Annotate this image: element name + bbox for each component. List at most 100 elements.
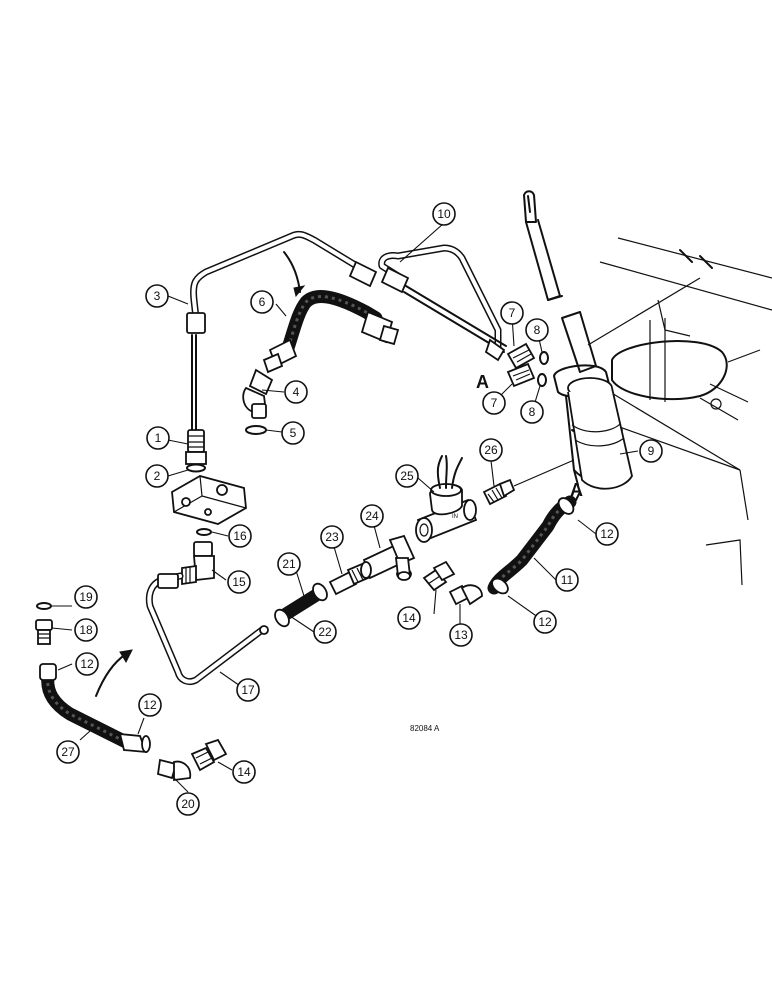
callout-19: 19	[74, 585, 98, 609]
tube-3-end-nut	[348, 260, 378, 288]
valve-block	[171, 475, 247, 525]
svg-text:12: 12	[538, 615, 552, 629]
svg-text:8: 8	[534, 323, 541, 337]
callout-1: 1	[146, 426, 170, 450]
callout-15: 15	[227, 570, 251, 594]
svg-text:12: 12	[80, 657, 94, 671]
o-ring-16	[196, 528, 212, 536]
elbow-15	[181, 541, 215, 586]
machine-frame	[587, 237, 772, 586]
svg-text:23: 23	[325, 530, 339, 544]
connection-mark-left: A	[476, 372, 489, 392]
svg-text:21: 21	[282, 557, 296, 571]
clamp-12-hose-27-top	[39, 663, 57, 681]
svg-text:11: 11	[561, 573, 574, 587]
callout-22: 22	[313, 620, 337, 644]
callout-8-upper: 8	[525, 318, 549, 342]
solenoid-valve-25: IN	[415, 455, 478, 543]
callout-23: 23	[320, 525, 344, 549]
callout-25: 25	[395, 464, 419, 488]
svg-text:9: 9	[648, 444, 655, 458]
figure-code: 82084 A	[410, 724, 440, 733]
callout-17: 17	[236, 678, 260, 702]
svg-text:1: 1	[155, 431, 162, 445]
svg-text:8: 8	[529, 405, 536, 419]
callout-4: 4	[284, 380, 308, 404]
fitting-14-bottom	[190, 738, 228, 772]
callout-2: 2	[145, 464, 169, 488]
svg-text:2: 2	[154, 469, 161, 483]
svg-text:12: 12	[600, 527, 614, 541]
callout-12-c: 12	[75, 652, 99, 676]
callout-3: 3	[145, 284, 169, 308]
svg-text:7: 7	[509, 306, 516, 320]
svg-text:5: 5	[290, 426, 297, 440]
svg-text:19: 19	[79, 590, 93, 604]
elbow-13	[448, 584, 483, 606]
fitting-14-right	[422, 560, 456, 592]
svg-text:17: 17	[241, 683, 255, 697]
connection-mark-right: A	[570, 480, 583, 500]
svg-text:15: 15	[232, 575, 246, 589]
fitting-18	[35, 619, 53, 645]
callout-13: 13	[449, 623, 473, 647]
callout-7-upper: 7	[500, 301, 524, 325]
svg-text:12: 12	[143, 698, 157, 712]
callout-16: 16	[228, 524, 252, 548]
tube-17	[145, 572, 269, 686]
callout-20: 20	[176, 792, 200, 816]
callout-5: 5	[281, 421, 305, 445]
svg-text:16: 16	[233, 529, 247, 543]
tube-3-nut	[186, 312, 206, 334]
svg-text:18: 18	[79, 623, 93, 637]
callout-21: 21	[277, 552, 301, 576]
callout-6: 6	[250, 290, 274, 314]
callout-18: 18	[74, 618, 98, 642]
callout-8-lower: 8	[520, 400, 544, 424]
hose-27	[39, 663, 151, 754]
callout-9: 9	[639, 439, 663, 463]
fitting-7-lower	[506, 362, 536, 388]
svg-text:10: 10	[437, 207, 451, 221]
callout-24: 24	[360, 504, 384, 528]
callout-11: 11	[555, 568, 579, 592]
routing-arrow-lower	[95, 653, 127, 697]
fitting-1	[185, 429, 207, 465]
svg-text:25: 25	[400, 469, 414, 483]
tee-24	[360, 534, 416, 581]
callout-14-right: 14	[397, 606, 421, 630]
svg-text:26: 26	[484, 443, 498, 457]
callout-12-a: 12	[595, 522, 619, 546]
tube-10	[378, 244, 507, 362]
routing-arrow-upper	[283, 251, 301, 293]
svg-text:14: 14	[237, 765, 251, 779]
hose-11	[487, 491, 581, 595]
svg-text:4: 4	[293, 385, 300, 399]
svg-text:14: 14	[402, 611, 416, 625]
hose-21	[274, 582, 328, 628]
svg-text:24: 24	[365, 509, 379, 523]
callout-14-bottom: 14	[232, 760, 256, 784]
svg-text:13: 13	[454, 628, 468, 642]
elbow-20	[156, 758, 192, 782]
svg-text:7: 7	[491, 396, 498, 410]
o-ring-8-upper	[539, 351, 549, 365]
callout-10: 10	[432, 202, 456, 226]
o-ring-19	[36, 602, 52, 610]
svg-text:27: 27	[61, 745, 75, 759]
tube-3	[186, 230, 378, 431]
line-26-to-cylinder	[513, 459, 575, 487]
hose-6	[262, 290, 400, 374]
svg-text:6: 6	[259, 295, 266, 309]
o-ring-5	[245, 425, 267, 435]
callout-27: 27	[56, 740, 80, 764]
callout-7-lower: 7	[482, 391, 506, 415]
callout-26: 26	[479, 438, 503, 462]
cylinder-body	[567, 377, 633, 490]
svg-text:22: 22	[318, 625, 332, 639]
callout-12-b: 12	[533, 610, 557, 634]
svg-text:20: 20	[181, 797, 195, 811]
tube-10-nut	[380, 266, 410, 294]
fitting-26	[482, 478, 516, 506]
